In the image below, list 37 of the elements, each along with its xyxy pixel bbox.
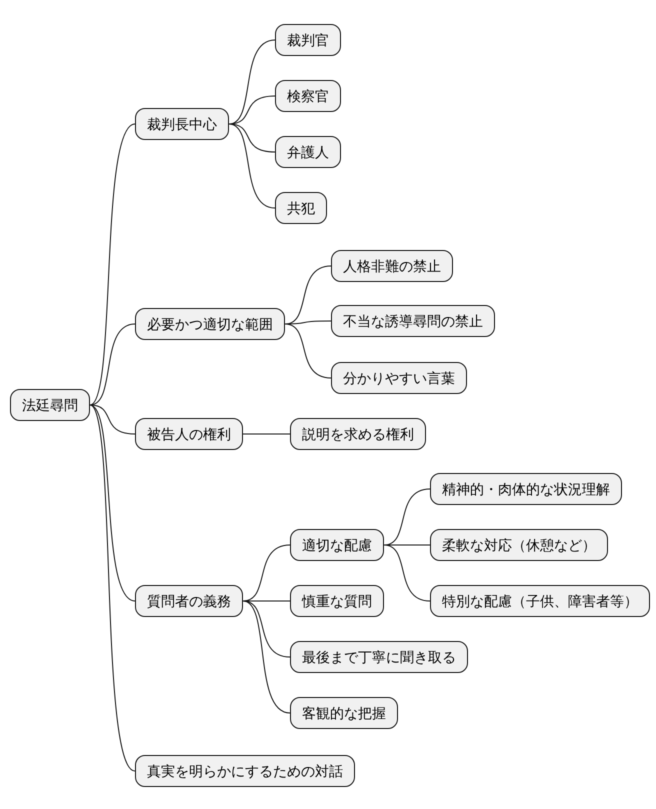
- topic-box: 適切な配慮: [290, 529, 384, 561]
- topic-box: 客観的な把握: [290, 697, 398, 729]
- connector-line: [284, 324, 332, 378]
- topic-box: 裁判官: [275, 24, 341, 56]
- connector-line: [228, 124, 276, 152]
- topic-box: 分かりやすい言葉: [331, 362, 467, 394]
- connector-line: [90, 404, 136, 434]
- topic-box: 説明を求める権利: [290, 418, 426, 450]
- connector-line: [384, 544, 430, 602]
- topic-box: 法廷尋問: [10, 389, 90, 421]
- connector-line: [228, 124, 276, 208]
- topic-box: 精神的・肉体的な状況理解: [430, 473, 622, 505]
- connector-line: [90, 324, 136, 406]
- topic-box: 柔軟な対応（休憩など）: [430, 529, 608, 561]
- connector-line: [242, 600, 290, 658]
- topic-box: 人格非難の禁止: [331, 250, 453, 282]
- topic-box: 最後まで丁寧に聞き取る: [290, 641, 468, 673]
- topic-box: 弁護人: [275, 136, 341, 168]
- topic-box: 裁判長中心: [135, 108, 229, 140]
- connector-line: [242, 544, 290, 602]
- topic-box: 質問者の義務: [135, 585, 243, 617]
- topic-box: 検察官: [275, 80, 341, 112]
- topic-box: 必要かつ適切な範囲: [135, 308, 285, 340]
- connector-line: [90, 404, 136, 602]
- topic-box: 被告人の権利: [135, 418, 243, 450]
- connector-line: [284, 266, 332, 324]
- connector-line: [242, 600, 290, 602]
- connector-line: [228, 40, 276, 124]
- topic-box: 慎重な質問: [290, 585, 384, 617]
- topic-box: 共犯: [275, 192, 327, 224]
- connector-line: [90, 124, 136, 406]
- connector-line: [384, 488, 430, 546]
- topic-box: 不当な誘導尋問の禁止: [331, 305, 495, 337]
- topic-box: 真実を明らかにするための対話: [135, 755, 355, 787]
- connector-line: [90, 404, 136, 772]
- connector-line: [242, 600, 290, 714]
- topic-box: 特別な配慮（子供、障害者等）: [430, 585, 650, 617]
